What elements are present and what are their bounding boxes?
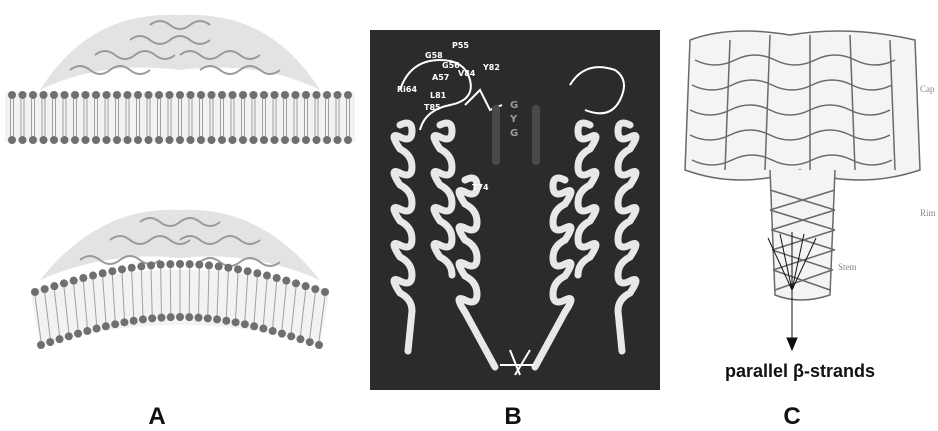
cap-label: Cap [920,84,935,94]
residue-label: V84 [458,69,476,78]
membrane-illustration [0,0,360,400]
residue-label: Y82 [482,63,500,72]
panel-c-pore-structure: Cap Rim Stem [670,20,938,360]
left-helices [394,123,495,367]
channel-ribbon-illustration: P55 G58 G56 A57 V84 Y82 Ri64 L81 T85 T74… [370,30,660,390]
residue-label: Ri64 [397,85,417,94]
cap-domain [685,31,920,180]
residue-label: T85 [424,103,441,112]
pore-ribbon-illustration: Cap Rim Stem [670,20,938,360]
protein-blob-flat [40,15,320,90]
panel-a-membrane-diagram [0,0,360,400]
stem-label: Stem [838,262,857,272]
panel-letter-c: C [772,403,812,431]
residue-label: T74 [472,183,489,192]
flat-membrane [5,91,355,144]
gyg-letter: Y [509,114,518,125]
panel-letter-a: A [137,403,177,431]
curved-membrane [30,260,330,349]
parallel-strands-caption: parallel β-strands [700,361,900,382]
gyg-letter: G [510,128,518,139]
panel-letter-b: B [493,403,533,431]
gyg-motif: G Y G [509,100,518,139]
side-chains [500,350,535,375]
panel-b-channel-structure: P55 G58 G56 A57 V84 Y82 Ri64 L81 T85 T74… [370,30,660,390]
gyg-letter: G [510,100,518,111]
residue-label: G58 [425,51,443,60]
residue-label: L81 [430,91,447,100]
right-helices [535,123,636,367]
rim-label: Rim [920,208,936,218]
residue-label: A57 [432,73,449,82]
residue-label: P55 [452,41,469,50]
